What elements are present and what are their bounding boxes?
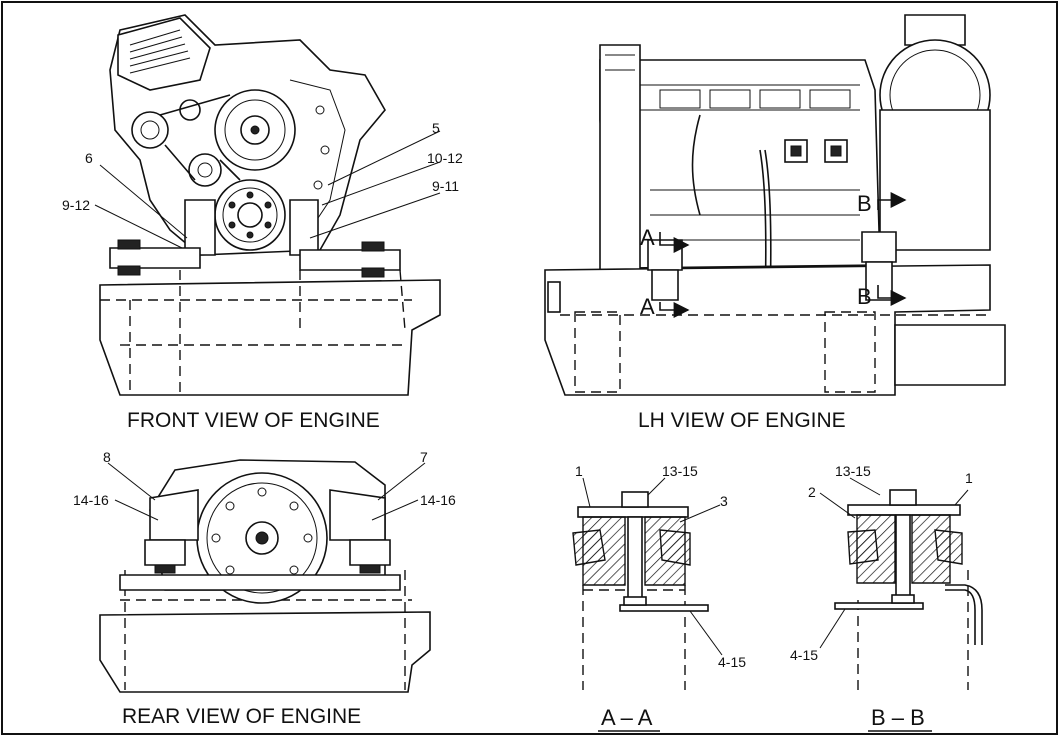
marker-a-top: A (640, 225, 655, 250)
callout-aa-1: 1 (575, 463, 583, 479)
section-b-b: 13-15 2 1 4-15 B – B (790, 463, 983, 732)
callout-aa-3: 3 (720, 493, 728, 509)
callout-8: 8 (103, 449, 111, 465)
callout-bb-2: 2 (808, 484, 816, 500)
front-view-caption: FRONT VIEW OF ENGINE (127, 409, 380, 432)
callout-bb-1: 1 (965, 470, 973, 486)
rear-view-caption: REAR VIEW OF ENGINE (122, 705, 361, 728)
callout-9-11: 9-11 (432, 178, 459, 194)
marker-b-top: B (857, 191, 872, 216)
front-view: 5 6 10-12 9-12 9-11 FRONT VIEW OF ENGINE (62, 14, 463, 432)
callout-7: 7 (420, 449, 428, 465)
callout-10-12: 10-12 (427, 150, 463, 166)
lh-view-caption: LH VIEW OF ENGINE (638, 409, 846, 432)
callout-bb-4-15: 4-15 (790, 647, 818, 663)
callout-bb-13-15: 13-15 (835, 463, 871, 479)
lh-view: A A B B LH VIEW OF ENGINE (544, 14, 1006, 432)
callout-14-16-right: 14-16 (420, 492, 456, 508)
callout-14-16-left: 14-16 (73, 492, 109, 508)
callout-5: 5 (432, 120, 440, 136)
callout-aa-4-15: 4-15 (718, 654, 746, 670)
section-bb-title: B – B (871, 705, 925, 730)
marker-a-bottom: A (640, 294, 655, 319)
section-a-a: 1 13-15 3 4-15 A – A (572, 463, 746, 732)
callout-6: 6 (85, 150, 93, 166)
section-aa-title: A – A (601, 705, 653, 730)
callout-aa-13-15: 13-15 (662, 463, 698, 479)
marker-b-bottom: B (857, 284, 872, 309)
callout-9-12: 9-12 (62, 197, 90, 213)
rear-view: 8 7 14-16 14-16 REAR VIEW OF ENGINE (73, 449, 456, 728)
